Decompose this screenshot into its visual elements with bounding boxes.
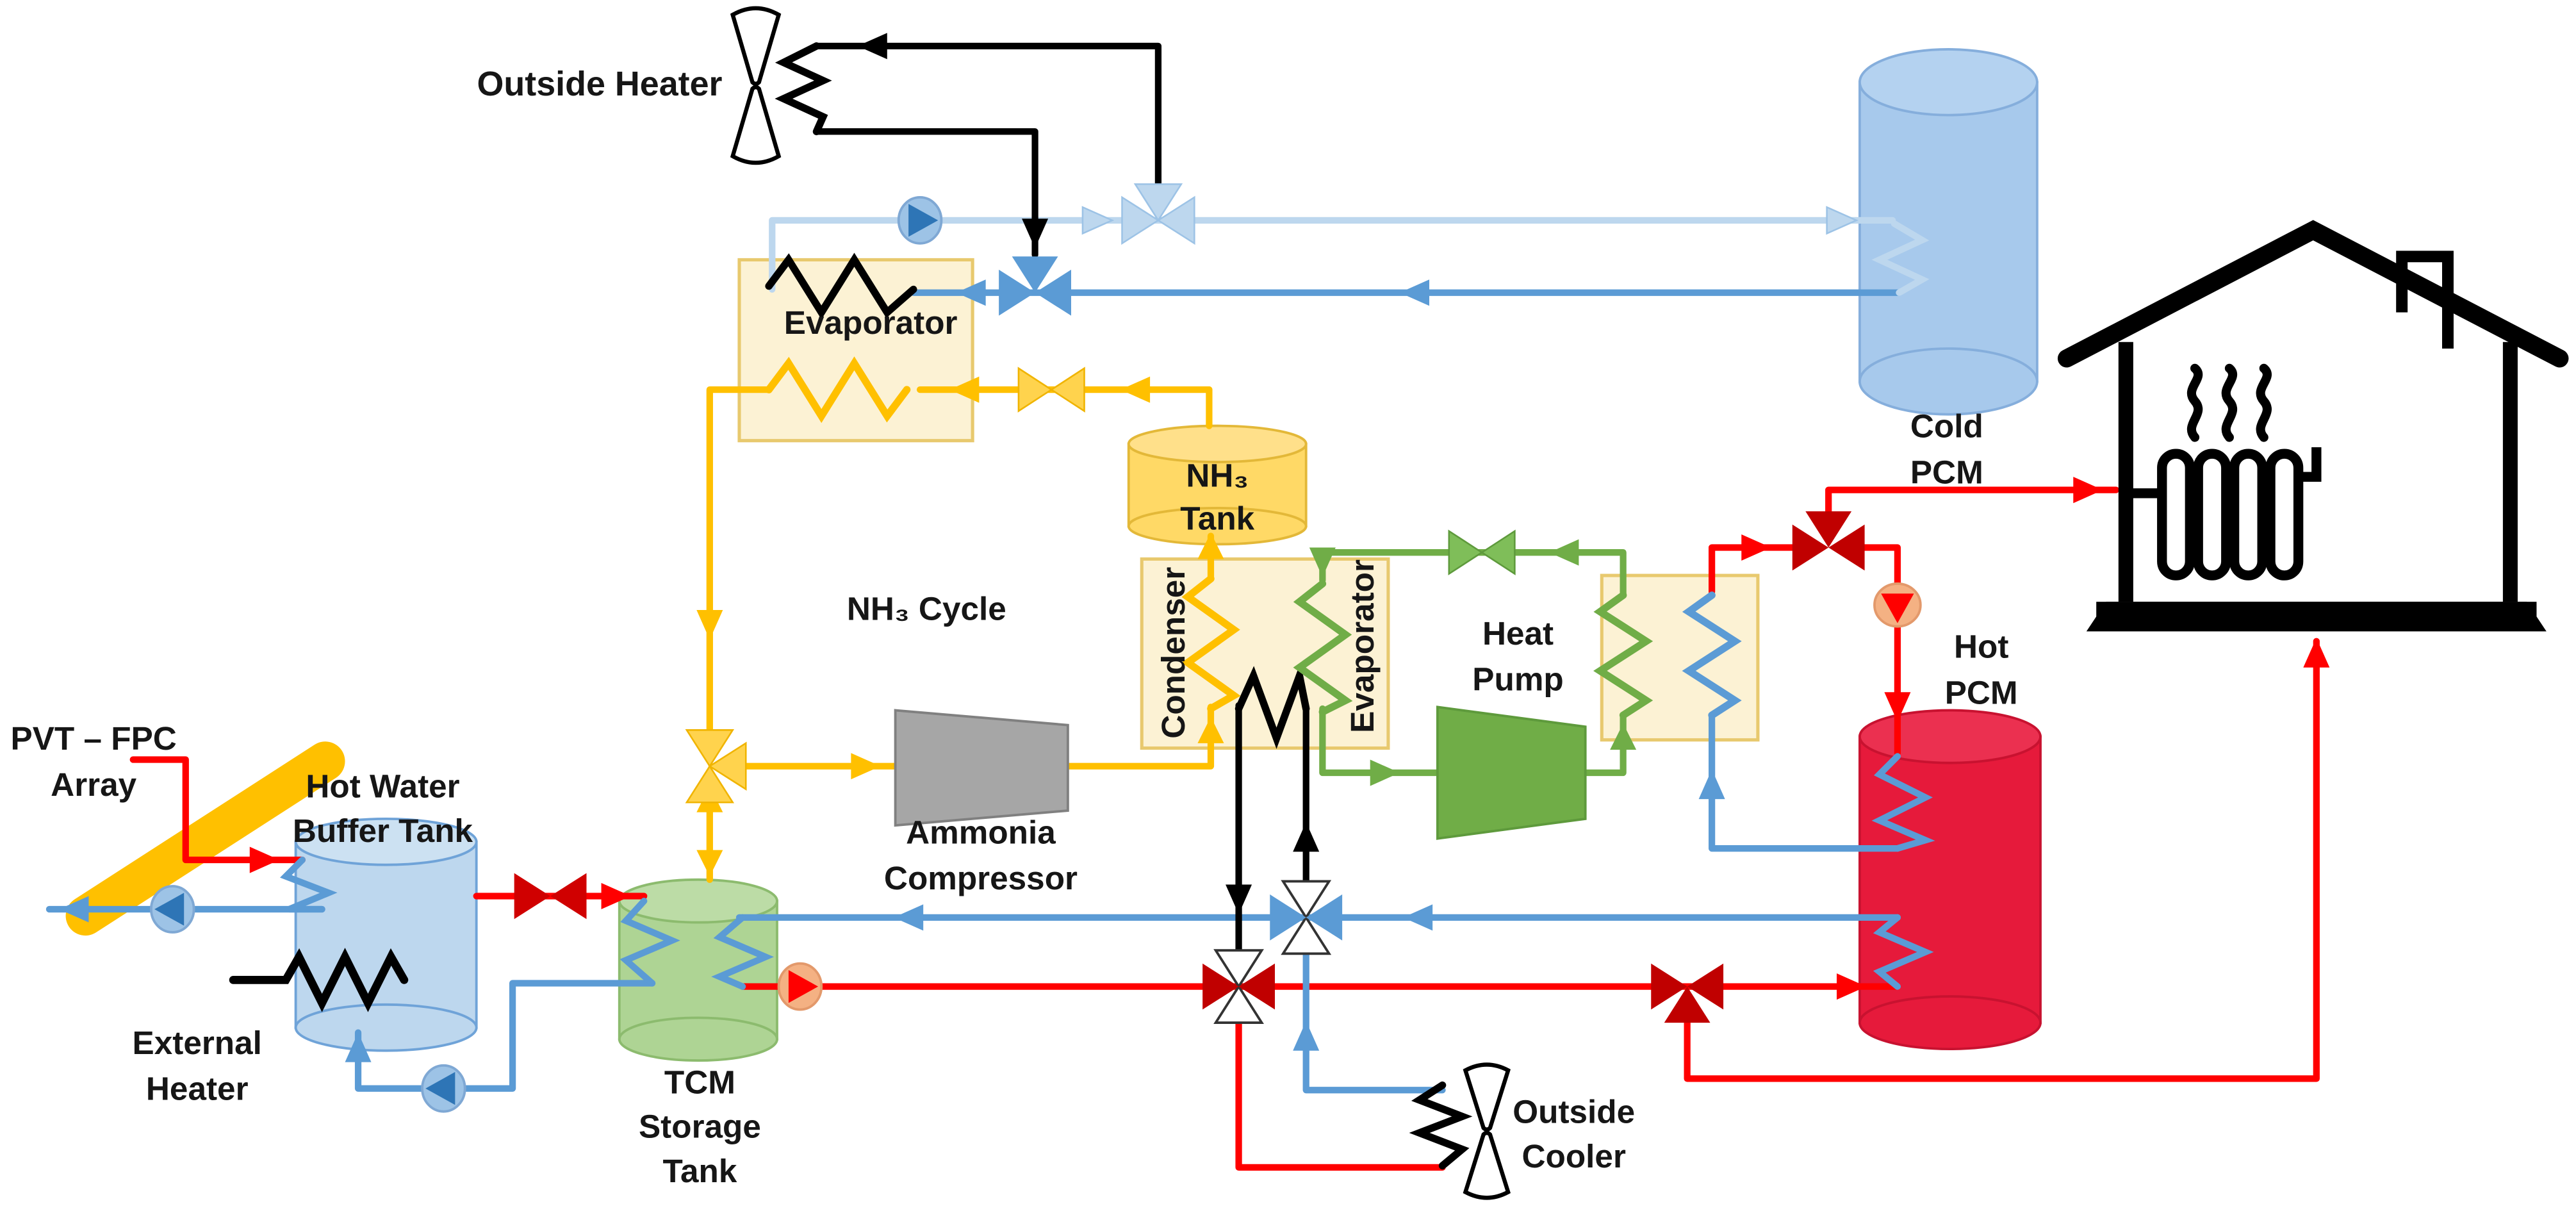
buffer-tank-coil — [280, 856, 338, 913]
label-hot-pcm-1: Hot — [1954, 628, 2008, 664]
label-nh3-tank-1: NH₃ — [1186, 458, 1249, 494]
hot-water-buffer-tank — [294, 817, 478, 1052]
label-hot-pcm-2: PCM — [1945, 674, 2018, 711]
outside-cooler-coil — [1409, 1081, 1473, 1170]
external-heater-coil — [229, 948, 409, 1012]
pipe-outside-heater-loop — [813, 42, 1162, 258]
valve-red-2way — [514, 873, 587, 919]
label-pvt-2: Array — [51, 766, 136, 803]
label-cooler-1: Outside — [1513, 1094, 1635, 1130]
label-cold-pcm-1: Cold — [1910, 408, 1983, 445]
pipe-chilled-loop — [769, 217, 1896, 293]
label-cooler-2: Cooler — [1522, 1138, 1625, 1175]
flow-arrows — [59, 33, 2330, 1062]
condenser-coil — [1181, 575, 1241, 713]
valve-lightblue-3way — [1121, 183, 1195, 245]
valve-blue-3way — [999, 256, 1071, 316]
pump-pvt-loop — [150, 885, 195, 934]
house-icon — [2057, 220, 2569, 632]
valve-yellow-3way — [685, 729, 747, 804]
label-nh3-tank-2: Tank — [1180, 500, 1254, 536]
label-nh3-cycle: NH₃ Cycle — [847, 590, 1006, 627]
ammonia-compressor-icon — [894, 709, 1069, 827]
radiator-icon — [2129, 363, 2322, 581]
label-condenser: Condenser — [1155, 567, 1192, 739]
heat-pump-compressor-icon — [1436, 705, 1587, 840]
evaporator-box-black-coil — [765, 252, 917, 320]
valve-red-4way — [1202, 949, 1275, 1024]
label-heat-pump-1: Heat — [1482, 615, 1554, 652]
nh3-tank — [1127, 424, 1308, 546]
label-tcm-2: Storage — [639, 1109, 761, 1145]
pipe-exchanger-black-legs — [1235, 702, 1309, 967]
cold-pcm-coil — [1871, 220, 1930, 296]
hp-box-blue-coil — [1682, 591, 1742, 719]
hot-pcm-top-coil — [1871, 753, 1935, 852]
label-external-heater-2: Heater — [146, 1071, 249, 1107]
cold-pcm-tank — [1858, 48, 2039, 416]
label-evaporator-top: Evaporator — [784, 304, 958, 341]
label-tcm-3: Tank — [662, 1153, 737, 1189]
valve-green-2way — [1448, 529, 1516, 575]
label-buffer-2: Buffer Tank — [293, 812, 473, 849]
label-cold-pcm-2: PCM — [1910, 454, 1983, 490]
pvt-fpc-array-icon — [65, 741, 345, 936]
pump-hot-pcm-feed — [1873, 582, 1922, 628]
nh3-box-black-coil — [1235, 662, 1310, 749]
tcm-right-coil — [711, 914, 775, 990]
pump-buffer-tcm-loop — [421, 1064, 466, 1113]
label-ammonia-2: Compressor — [884, 860, 1078, 896]
label-outside-heater: Outside Heater — [477, 65, 723, 103]
outside-heater-fan-icon — [730, 6, 782, 165]
hot-pcm-bottom-coil — [1873, 914, 1934, 990]
outside-heater-coil — [775, 42, 832, 136]
hot-pcm-tank — [1858, 709, 2042, 1051]
valve-darkred-3way-house — [1792, 511, 1865, 571]
label-external-heater-1: External — [133, 1025, 262, 1061]
label-pvt-1: PVT – FPC — [11, 720, 177, 757]
valve-blue-4way — [1270, 880, 1343, 955]
label-evaporator-mid: Evaporator — [1344, 559, 1381, 733]
label-buffer-1: Hot Water — [306, 768, 459, 805]
label-heat-pump-2: Pump — [1472, 661, 1563, 698]
hp-box-green-coil — [1593, 591, 1653, 719]
tcm-storage-tank — [618, 878, 778, 1062]
tcm-left-coil — [619, 898, 680, 987]
evaporator-box-yellow-coil — [765, 356, 911, 424]
valve-yellow-2way — [1017, 367, 1085, 413]
nh3-box-green-coil — [1293, 580, 1353, 716]
pump-tcm-hot-out — [777, 962, 823, 1011]
label-tcm-1: TCM — [664, 1064, 735, 1100]
pump-chilled-loop — [897, 196, 943, 245]
valve-darkred-3way-bottom — [1651, 963, 1724, 1023]
outside-cooler-fan-icon — [1463, 1062, 1511, 1200]
label-ammonia-1: Ammonia — [906, 814, 1056, 850]
